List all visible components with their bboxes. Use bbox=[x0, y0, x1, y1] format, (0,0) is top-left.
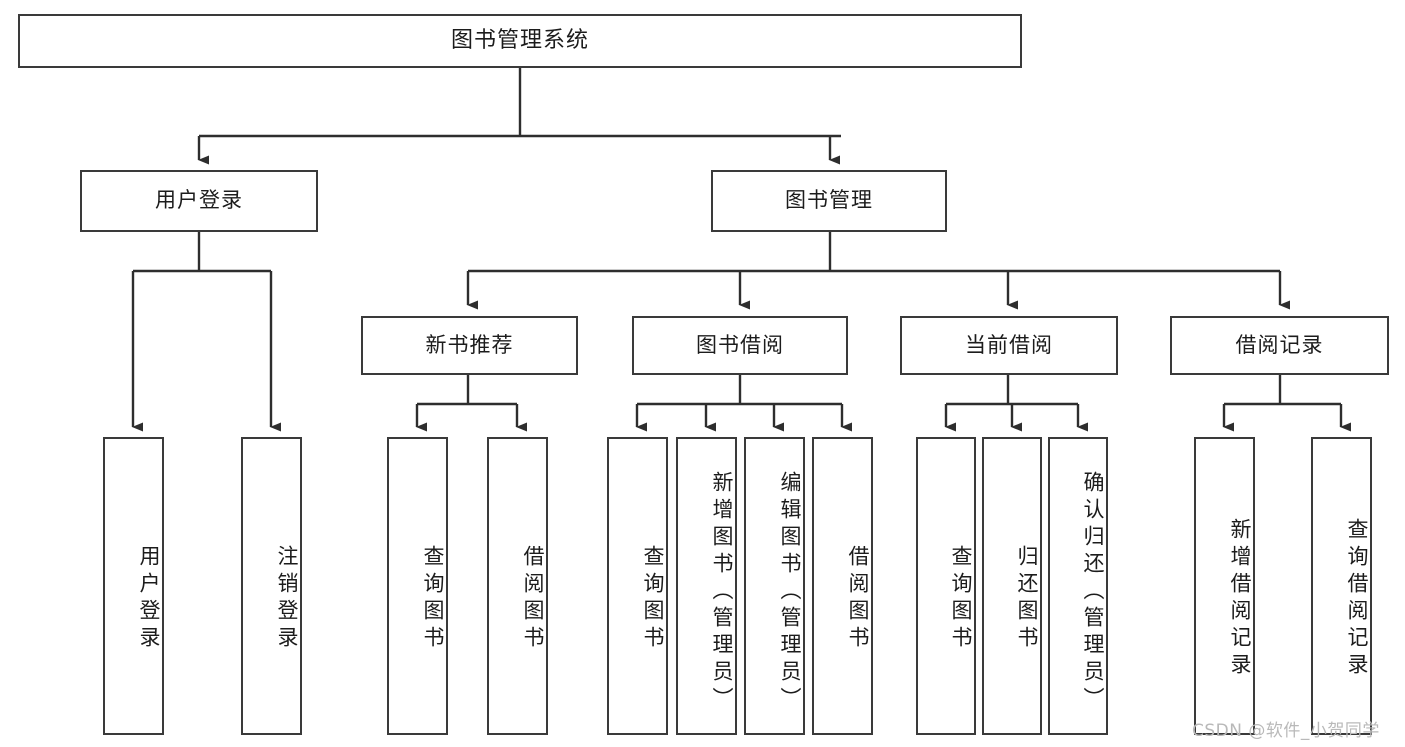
node-current-borrow[interactable]: 当前借阅 bbox=[900, 316, 1118, 375]
node-new-book-recommend[interactable]: 新书推荐 bbox=[361, 316, 578, 375]
node-leaf-add-record[interactable]: 新增借阅记录 bbox=[1194, 437, 1255, 735]
node-leaf-user-login[interactable]: 用户登录 bbox=[103, 437, 164, 735]
node-leaf-add-book[interactable]: 新增图书（管理员） bbox=[676, 437, 737, 735]
node-leaf-borrow-book-2[interactable]: 借阅图书 bbox=[812, 437, 873, 735]
node-leaf-query-book-3[interactable]: 查询图书 bbox=[916, 437, 976, 735]
node-leaf-query-record[interactable]: 查询借阅记录 bbox=[1311, 437, 1372, 735]
node-leaf-confirm-return[interactable]: 确认归还（管理员） bbox=[1048, 437, 1108, 735]
node-borrow-record[interactable]: 借阅记录 bbox=[1170, 316, 1389, 375]
node-leaf-query-book-1[interactable]: 查询图书 bbox=[387, 437, 448, 735]
node-leaf-edit-book[interactable]: 编辑图书（管理员） bbox=[744, 437, 805, 735]
node-book-manage[interactable]: 图书管理 bbox=[711, 170, 947, 232]
csdn-watermark: CSDN @软件_小贺同学 bbox=[1192, 721, 1380, 741]
node-user-login[interactable]: 用户登录 bbox=[80, 170, 318, 232]
node-root[interactable]: 图书管理系统 bbox=[18, 14, 1022, 68]
node-book-borrow[interactable]: 图书借阅 bbox=[632, 316, 848, 375]
node-leaf-borrow-book-1[interactable]: 借阅图书 bbox=[487, 437, 548, 735]
node-leaf-return-book[interactable]: 归还图书 bbox=[982, 437, 1042, 735]
node-leaf-logout-login[interactable]: 注销登录 bbox=[241, 437, 302, 735]
node-leaf-query-book-2[interactable]: 查询图书 bbox=[607, 437, 668, 735]
